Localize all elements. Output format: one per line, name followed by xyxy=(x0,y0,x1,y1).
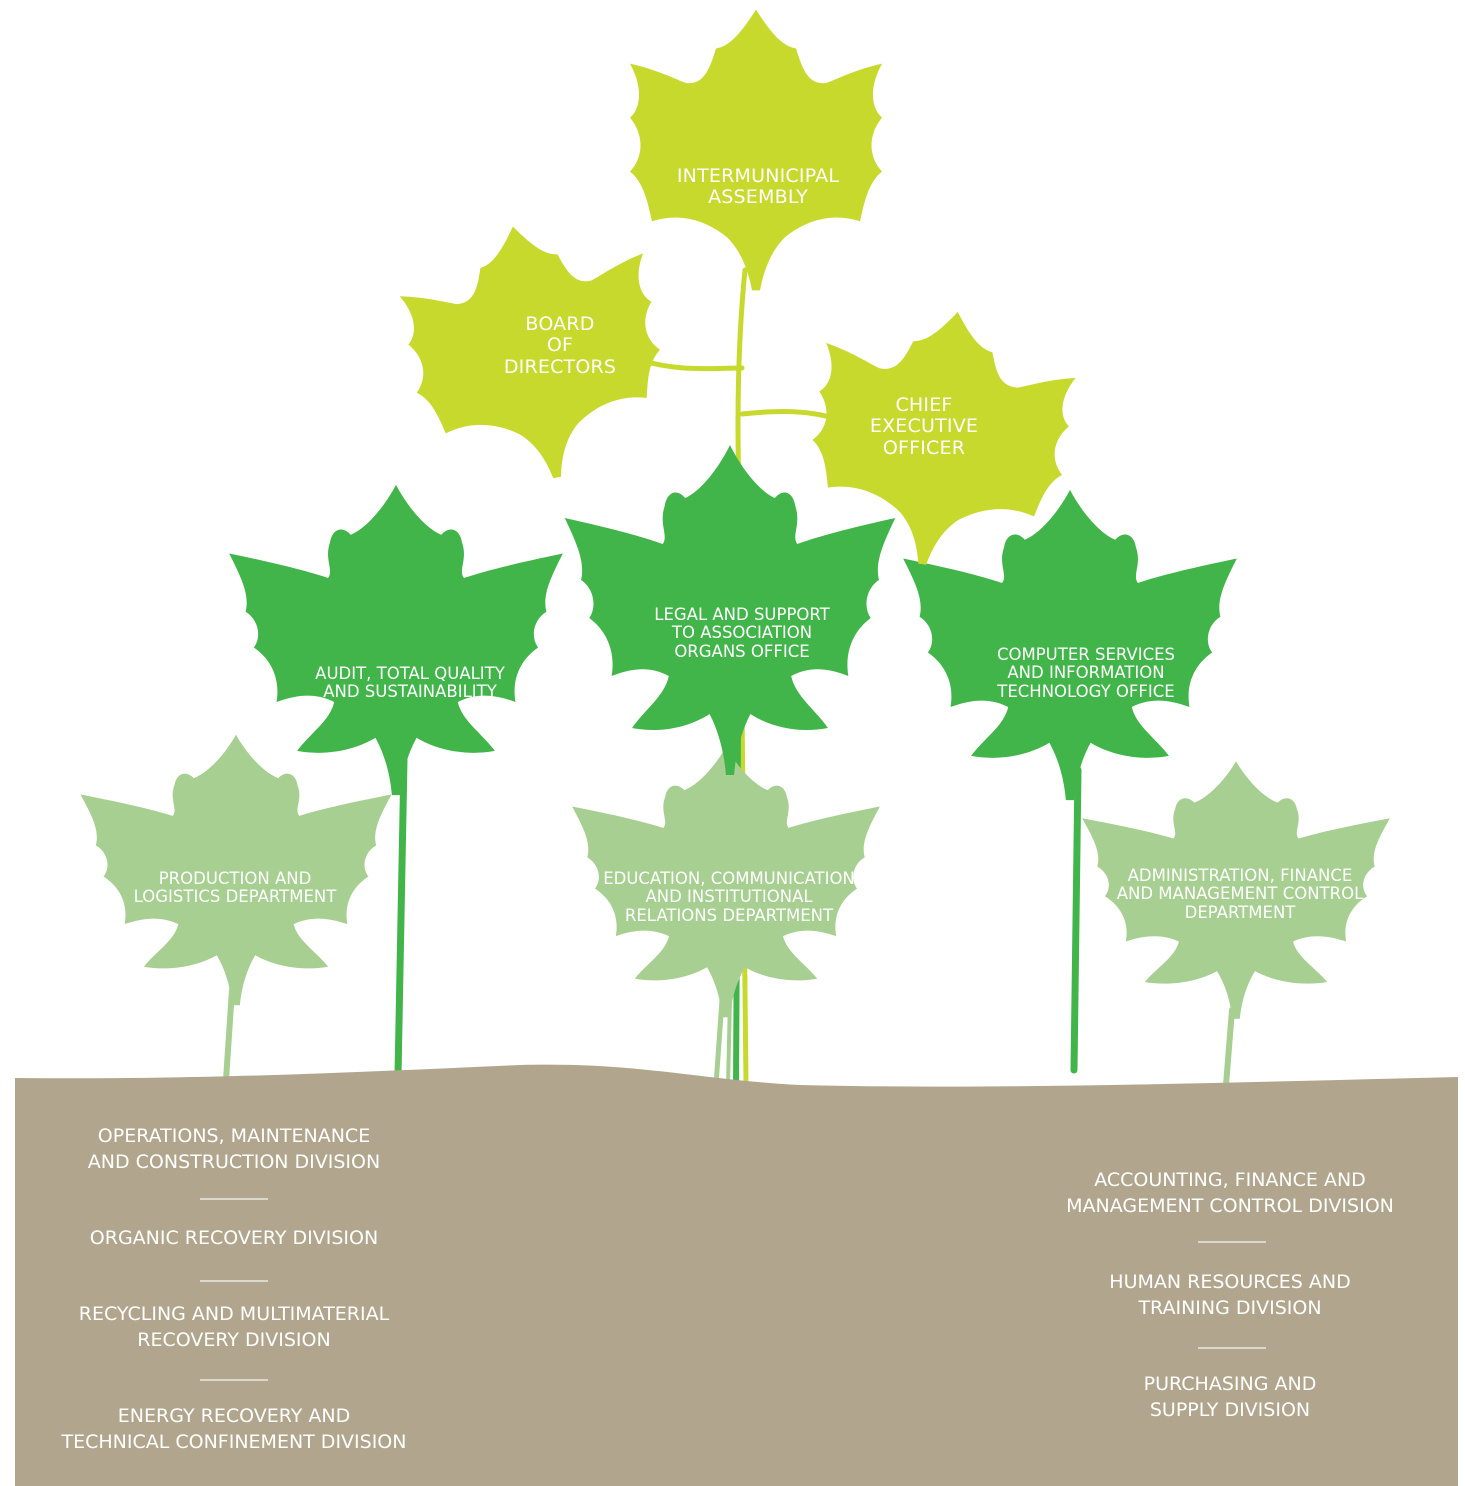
label-education-communication: EDUCATION, COMMUNICATION AND INSTITUTION… xyxy=(603,869,855,925)
stem-production xyxy=(223,987,235,1083)
division-operations: OPERATIONS, MAINTENANCE AND CONSTRUCTION… xyxy=(87,1125,381,1173)
division-purchasing-supply: PURCHASING AND SUPPLY DIVISION xyxy=(1143,1373,1317,1421)
divider xyxy=(200,1280,268,1282)
leaf-audit xyxy=(229,484,563,796)
label-computer-services-office: COMPUTER SERVICES AND INFORMATION TECHNO… xyxy=(996,645,1176,701)
ground xyxy=(15,1064,1458,1486)
label-intermunicipal-assembly: INTERMUNICIPAL ASSEMBLY xyxy=(676,165,840,209)
division-organic-recovery: ORGANIC RECOVERY DIVISION xyxy=(89,1227,379,1249)
stem-board-connector xyxy=(637,357,745,372)
label-board-of-directors: BOARD OF DIRECTORS xyxy=(503,313,617,378)
divider xyxy=(1198,1241,1266,1243)
divider xyxy=(1198,1347,1266,1349)
stem-computer xyxy=(1070,766,1082,1074)
division-human-resources: HUMAN RESOURCES AND TRAINING DIVISION xyxy=(1109,1271,1351,1319)
divider xyxy=(200,1379,268,1381)
division-accounting-finance: ACCOUNTING, FINANCE AND MANAGEMENT CONTR… xyxy=(1066,1169,1394,1217)
stem-education xyxy=(713,997,725,1088)
division-energy-recovery: ENERGY RECOVERY AND TECHNICAL CONFINEMEN… xyxy=(61,1405,407,1453)
stem-audit xyxy=(394,756,408,1079)
stem-administration xyxy=(1223,1007,1235,1088)
stem-ceo-connector xyxy=(739,409,843,423)
label-audit-quality-sustainability: AUDIT, TOTAL QUALITY AND SUSTAINABILITY xyxy=(315,664,505,702)
label-administration-finance: ADMINISTRATION, FINANCE AND MANAGEMENT C… xyxy=(1116,866,1364,922)
division-recycling: RECYCLING AND MULTIMATERIAL RECOVERY DIV… xyxy=(78,1303,390,1351)
divider xyxy=(200,1198,268,1200)
label-production-logistics: PRODUCTION AND LOGISTICS DEPARTMENT xyxy=(133,869,337,907)
label-chief-executive-officer: CHIEF EXECUTIVE OFFICER xyxy=(869,394,979,459)
label-legal-support-office: LEGAL AND SUPPORT TO ASSOCIATION ORGANS … xyxy=(654,605,830,661)
leaf-assembly xyxy=(630,9,882,291)
